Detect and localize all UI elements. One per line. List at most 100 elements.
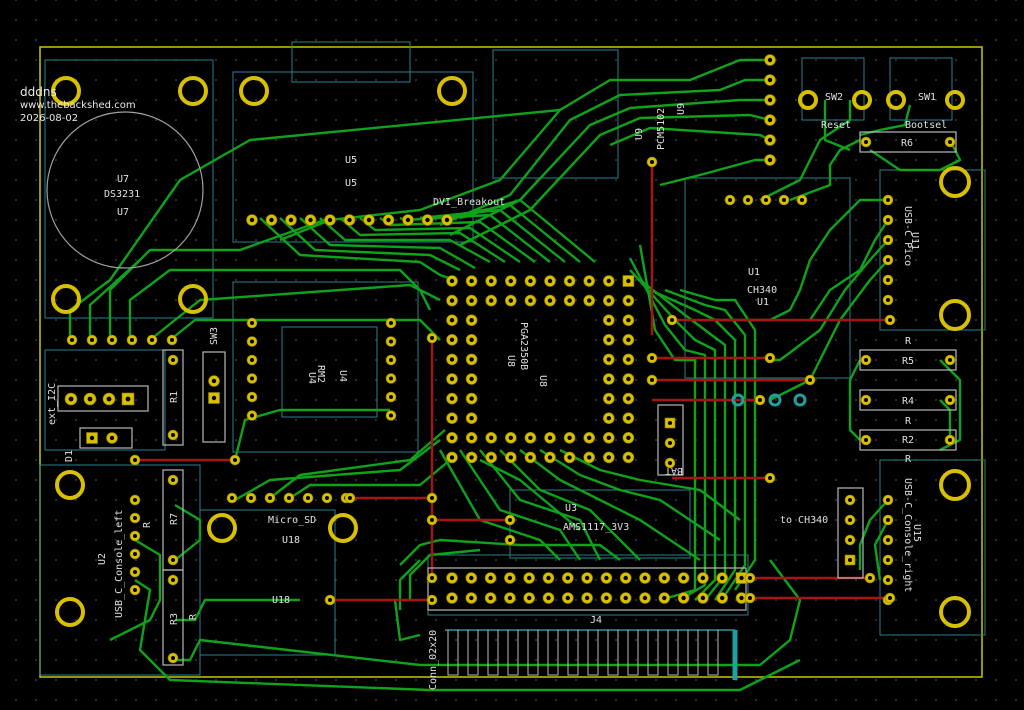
pad-hole	[527, 595, 532, 601]
silk-text: U7 DS3231 U7 U5 U5 DVI_Breakout SW2 SW1 …	[47, 92, 947, 690]
pad-hole	[449, 595, 455, 601]
pad-hole	[469, 396, 474, 401]
pad-hole	[650, 356, 654, 360]
pad-hole	[250, 358, 254, 362]
pad-hole	[527, 575, 532, 581]
via-ring	[768, 393, 782, 407]
pad-hole	[767, 57, 773, 63]
label-u5a: U5	[345, 155, 357, 166]
pad-hole	[767, 117, 773, 123]
label-u9a: U9	[634, 128, 645, 140]
label-u18a: U18	[282, 535, 300, 546]
label-r-d: R	[142, 521, 153, 528]
label-u11: U11	[909, 232, 920, 250]
pad-hole	[389, 339, 393, 344]
pad-hole	[626, 318, 631, 323]
pad-hole	[449, 435, 455, 440]
pad-hole	[886, 238, 890, 242]
pad-hole	[327, 217, 333, 223]
pad-hole	[171, 558, 175, 562]
pad-hole	[626, 435, 631, 440]
pad-hole	[366, 217, 372, 223]
pad-hole	[748, 576, 752, 580]
label-r-a: R	[905, 336, 912, 347]
pad-hole	[662, 595, 667, 601]
pad-hole	[250, 395, 254, 399]
pad-hole	[587, 435, 592, 440]
label-u3: U3	[565, 503, 577, 514]
info-site: www.thebackshed.com	[20, 100, 136, 111]
label-r2: R2	[902, 435, 914, 446]
pad-hole	[764, 198, 768, 202]
pad-hole	[800, 198, 804, 202]
pad-hole	[547, 298, 553, 303]
pad-hole	[269, 217, 274, 223]
label-u8b: U8	[537, 375, 548, 387]
label-u4b: U4	[337, 370, 348, 382]
pad-hole	[888, 596, 892, 600]
pad-hole	[449, 396, 455, 401]
pad-hole	[681, 595, 686, 601]
label-ext-i2c: ext_I2C	[47, 383, 58, 425]
pad-hole	[106, 396, 112, 402]
pad-hole	[886, 258, 890, 262]
pad-hole	[389, 413, 393, 418]
pad-hole	[133, 534, 137, 538]
label-sw3: SW3	[209, 327, 220, 345]
pad-hole	[528, 278, 533, 284]
pad-hole	[848, 558, 852, 562]
pad-hole	[720, 575, 725, 581]
pad-hole	[171, 433, 175, 437]
pad-hole	[848, 498, 852, 502]
silk-outlines	[57, 131, 957, 666]
pad-hole	[306, 496, 310, 500]
pad-hole	[604, 595, 609, 601]
pad-hole	[430, 496, 434, 500]
pad-hole	[328, 598, 332, 602]
pad-hole	[508, 278, 513, 284]
pad-hole	[604, 575, 609, 581]
pad-hole	[606, 396, 611, 401]
label-sw1: SW1	[918, 92, 936, 103]
pad-hole	[606, 357, 611, 362]
label-r1: R1	[169, 391, 180, 403]
via-ring	[731, 393, 745, 407]
pad-hole	[90, 338, 94, 342]
pad-hole	[668, 441, 672, 445]
pad-hole	[670, 318, 674, 322]
pad-hole	[425, 217, 430, 223]
mounting-holes	[51, 76, 971, 628]
pad-hole	[948, 438, 952, 442]
pad-hole	[886, 558, 890, 562]
pad-hole	[489, 278, 494, 284]
pad-hole	[449, 416, 455, 421]
pad-hole	[948, 398, 952, 402]
pad-hole	[249, 496, 253, 500]
pad-hole	[230, 496, 234, 500]
pad-hole	[782, 198, 786, 202]
pad-hole	[133, 588, 137, 592]
pad-hole	[469, 595, 474, 601]
back-tracks	[135, 162, 890, 602]
pad-hole	[70, 338, 74, 342]
pad-hole	[125, 396, 131, 402]
pad-hole	[449, 278, 455, 284]
pad-hole	[449, 318, 455, 323]
label-r6: R6	[901, 138, 913, 149]
pad-hole	[528, 455, 533, 460]
pad-hole	[528, 435, 533, 440]
label-micro-sd: Micro_SD	[268, 515, 316, 526]
pad-hole	[626, 376, 631, 382]
pad-hole	[746, 198, 750, 202]
battery-outline	[46, 111, 204, 269]
pad-hole	[488, 575, 493, 581]
pad-hole	[508, 435, 513, 440]
label-r4: R4	[902, 396, 914, 407]
pad-hole	[489, 435, 494, 440]
connector-pins	[447, 630, 719, 676]
pad-hole	[681, 575, 686, 581]
pad-hole	[886, 538, 890, 542]
label-usbc-right: USB-C_Console_right	[902, 478, 913, 592]
